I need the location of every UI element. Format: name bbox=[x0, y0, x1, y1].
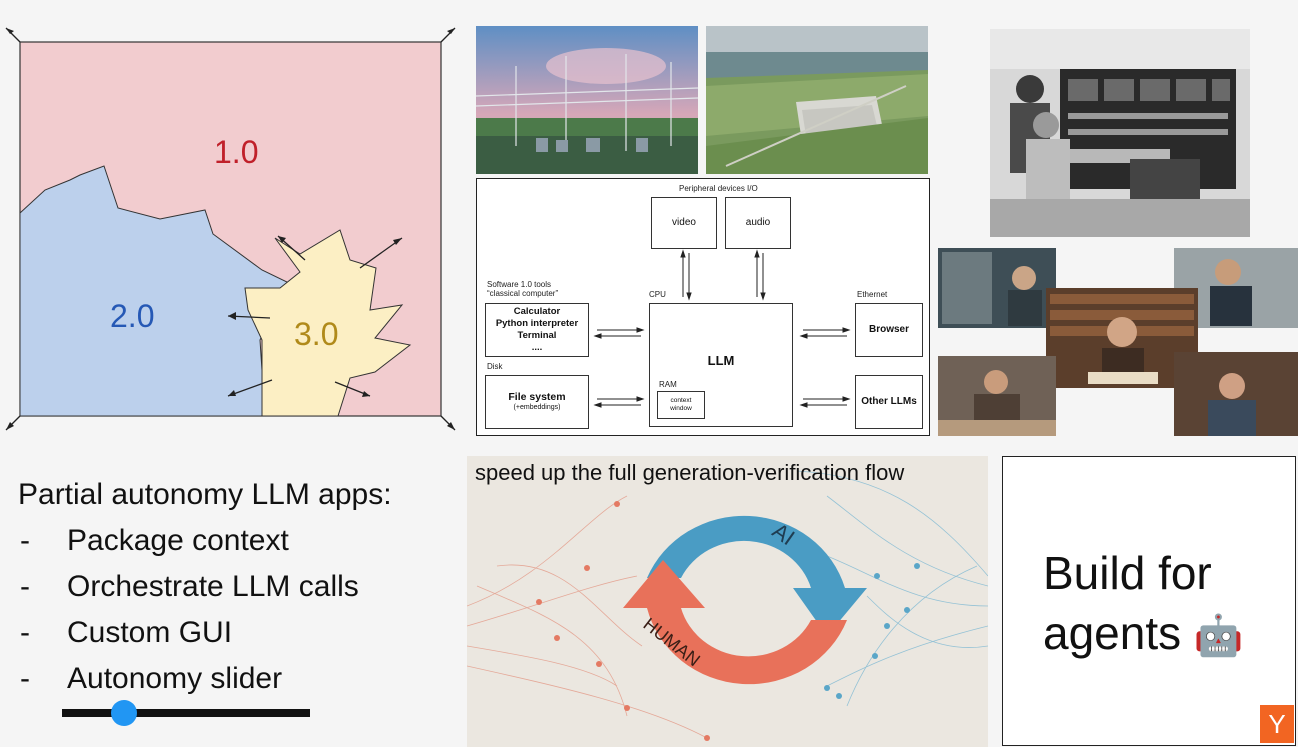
y-combinator-badge: Y bbox=[1260, 705, 1294, 743]
slider-thumb[interactable] bbox=[111, 700, 137, 726]
item-custom-gui: Custom GUI bbox=[67, 616, 233, 649]
audio-box: audio bbox=[725, 197, 791, 249]
disk-label: Disk bbox=[487, 362, 503, 371]
llm-label: LLM bbox=[707, 352, 735, 368]
library-students-collage bbox=[938, 248, 1298, 436]
file-system-label: File system bbox=[508, 391, 566, 404]
agents-line-1: Build for bbox=[1043, 547, 1212, 599]
label-software-3: 3.0 bbox=[294, 316, 339, 352]
context-window-line-2: window bbox=[670, 405, 692, 412]
item-package-context: Package context bbox=[67, 524, 289, 557]
embeddings-label: (+embeddings) bbox=[513, 404, 561, 412]
autonomy-slider[interactable] bbox=[62, 700, 310, 726]
build-for-agents-text: Build for agents 🤖 bbox=[1043, 543, 1244, 666]
vintage-mainframe-photo bbox=[990, 29, 1250, 237]
power-substation-photo bbox=[476, 26, 698, 174]
software-map-panel: 1.0 2.0 3.0 bbox=[0, 20, 462, 438]
other-llms-box: Other LLMs bbox=[855, 375, 923, 429]
agents-line-2: agents 🤖 bbox=[1043, 603, 1244, 666]
slider-track bbox=[62, 709, 310, 717]
ethernet-label: Ethernet bbox=[857, 290, 888, 299]
peripheral-label: Peripheral devices I/O bbox=[679, 184, 758, 193]
agents-word: agents bbox=[1043, 607, 1182, 659]
list-item: -Package context bbox=[20, 524, 289, 557]
label-software-2: 2.0 bbox=[110, 298, 155, 334]
robot-icon: 🤖 bbox=[1193, 614, 1244, 658]
video-box: video bbox=[651, 197, 717, 249]
autonomy-heading: Partial autonomy LLM apps: bbox=[18, 478, 392, 511]
item-orchestrate: Orchestrate LLM calls bbox=[67, 570, 359, 603]
tools-calculator: Calculator bbox=[513, 306, 561, 318]
software-tools-box: Calculator Python interpreter Terminal .… bbox=[485, 303, 589, 357]
software-map bbox=[5, 27, 456, 431]
diagram-connectors bbox=[593, 249, 851, 408]
context-window-box: context window bbox=[657, 391, 705, 419]
tools-label-line-1: Software 1.0 tools bbox=[487, 280, 552, 289]
partial-autonomy-list: Partial autonomy LLM apps: -Package cont… bbox=[18, 478, 458, 702]
generation-verification-panel: AI HUMAN speed up the full generation-ve… bbox=[467, 456, 988, 747]
context-window-line-1: context bbox=[670, 396, 692, 404]
list-item: -Custom GUI bbox=[20, 616, 233, 649]
cpu-label: CPU bbox=[649, 290, 666, 299]
map-arrowheads bbox=[6, 28, 455, 430]
tools-terminal: Terminal bbox=[517, 330, 557, 341]
tools-label: Software 1.0 tools “classical computer” bbox=[487, 280, 559, 299]
file-system-box: File system (+embeddings) bbox=[485, 375, 589, 429]
tools-label-line-2: “classical computer” bbox=[487, 288, 559, 298]
loop-title: speed up the full generation-verificatio… bbox=[475, 460, 905, 485]
human-arc bbox=[623, 560, 847, 685]
tools-more: .... bbox=[531, 341, 543, 353]
region-3 bbox=[244, 229, 412, 417]
list-item: -Orchestrate LLM calls bbox=[20, 570, 359, 603]
browser-box: Browser bbox=[855, 303, 923, 357]
ai-arc bbox=[647, 515, 867, 636]
label-software-1: 1.0 bbox=[214, 134, 259, 170]
loop-illustration: AI HUMAN bbox=[467, 470, 988, 741]
tools-python: Python interpreter bbox=[495, 318, 579, 330]
list-item: -Autonomy slider bbox=[20, 662, 283, 695]
datacenter-aerial-photo bbox=[706, 26, 928, 174]
llm-os-diagram: Peripheral devices I/O video audio Softw… bbox=[476, 178, 930, 436]
item-autonomy-slider: Autonomy slider bbox=[67, 662, 283, 695]
build-for-agents-panel: Build for agents 🤖 bbox=[1002, 456, 1296, 746]
ram-label: RAM bbox=[659, 380, 677, 389]
